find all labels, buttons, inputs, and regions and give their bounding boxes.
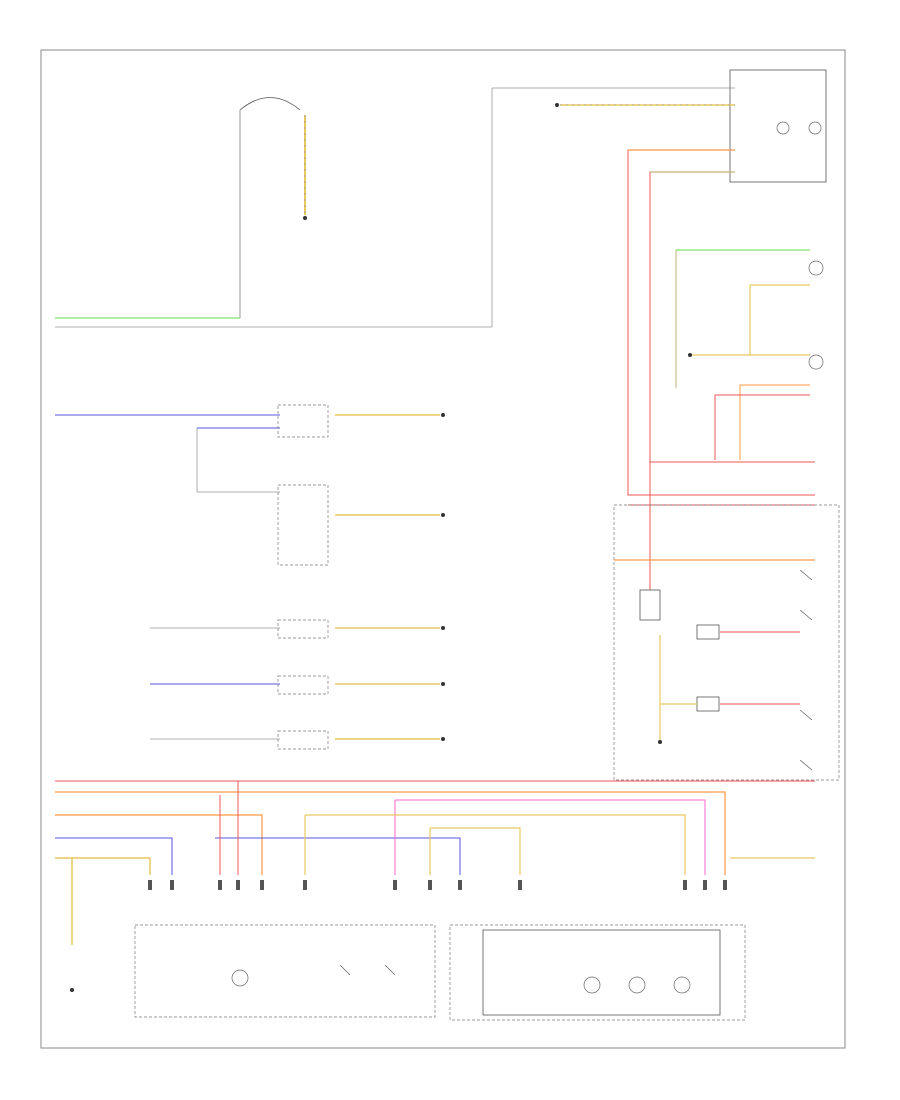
rear-door-switch-housing <box>277 404 329 438</box>
door-switch-group <box>613 504 840 781</box>
yellow-wire-rear <box>430 827 521 875</box>
connector-pin <box>236 880 240 890</box>
front-light-ground <box>70 988 74 992</box>
lamp-ground-symbol <box>688 353 692 357</box>
right-door-lamp-housing <box>696 624 720 640</box>
orange-wire-luggage <box>739 384 810 460</box>
red-wire-to-switch <box>649 171 735 590</box>
clock-switch-arc <box>239 97 301 111</box>
diagram-frame <box>40 49 846 1049</box>
yellow-wire-door <box>659 635 697 705</box>
right-rear-door-switch-housing <box>277 484 329 566</box>
orange-bus-wire-2 <box>55 814 263 875</box>
door-2-ground <box>441 682 445 686</box>
rear-door-ground <box>441 413 445 417</box>
blue-bus-wire-2 <box>215 837 461 875</box>
orange-bus-wire <box>55 791 726 875</box>
rear-light-bulb-icon <box>673 976 691 994</box>
connector-pin <box>703 880 707 890</box>
luggage-lamp-unit <box>808 354 824 370</box>
connector-pin <box>723 880 727 890</box>
connector-pin <box>428 880 432 890</box>
license-bulb-icon <box>808 121 822 135</box>
red-wire-right-loop <box>627 149 815 496</box>
right-rear-door-switch-unit <box>277 484 329 566</box>
connector-pin <box>683 880 687 890</box>
blue-bus-wire <box>55 837 173 875</box>
rear-reading-courtesy-light-unit <box>449 924 746 1021</box>
door-switch-contacts <box>799 569 813 771</box>
rear-reading-light-housing <box>482 929 721 1016</box>
license-left-bulb-icon <box>808 260 824 276</box>
front-light-switch-contacts <box>339 964 396 976</box>
connector-pin <box>458 880 462 890</box>
connector-pins <box>148 880 727 890</box>
right-door-switch-unit <box>799 569 813 771</box>
rear-reading-light-outer <box>449 924 746 1021</box>
yellow-bus-wire <box>55 857 73 945</box>
door-switch-2-housing <box>277 675 329 695</box>
luggage-bulb-icon <box>808 354 824 370</box>
front-interior-light-housing <box>134 924 436 1018</box>
yellow-wire-long <box>305 814 686 875</box>
connector-pin <box>170 880 174 890</box>
rear-light-bulb-icon <box>628 976 646 994</box>
connector-pin <box>260 880 264 890</box>
license-ground-symbol <box>555 103 559 107</box>
pink-bus-wire <box>395 799 706 875</box>
rear-light-bulb-icon <box>583 976 601 994</box>
license-lamp-housing <box>729 69 827 183</box>
door-1-ground <box>441 626 445 630</box>
right-rear-door-ground <box>441 513 445 517</box>
connector-pin <box>148 880 152 890</box>
front-interior-light-unit <box>134 924 436 1018</box>
rear-door-switch-unit <box>277 404 329 438</box>
left-door-lamp-housing <box>696 696 720 712</box>
door-control-module <box>639 589 661 621</box>
yellow-bus-wire-2 <box>72 857 151 875</box>
license-lamp-left-unit <box>808 260 824 276</box>
connector-pin <box>518 880 522 890</box>
red-wire-luggage <box>714 394 810 460</box>
door-switch-1-housing <box>277 619 329 639</box>
connector-pin <box>303 880 307 890</box>
front-light-bulb-icon <box>231 969 249 987</box>
door-3-ground <box>441 737 445 741</box>
license-lamp-unit <box>729 69 827 183</box>
right-door-lamp-unit <box>696 624 720 640</box>
door-control-unit <box>639 589 661 621</box>
left-door-lamp-unit <box>696 696 720 712</box>
connector-pin <box>393 880 397 890</box>
connector-pin <box>218 880 222 890</box>
license-bulb-icon <box>776 121 790 135</box>
door-ground-symbol <box>658 740 662 744</box>
clock-ground-symbol <box>303 216 307 220</box>
door-switch-3-housing <box>277 730 329 750</box>
clock-component <box>239 97 307 318</box>
